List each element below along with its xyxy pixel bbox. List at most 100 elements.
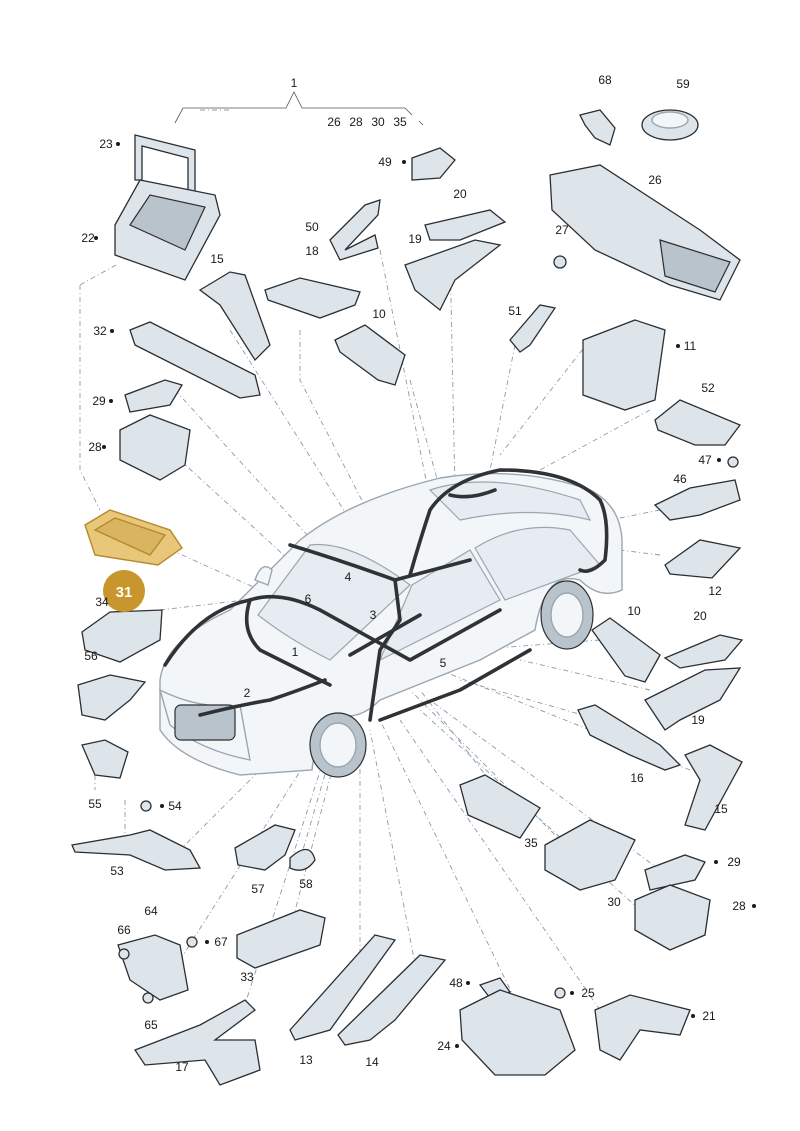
callout-46: 46 bbox=[673, 472, 687, 486]
callout-20-top: 20 bbox=[453, 187, 467, 201]
callout-53: 53 bbox=[110, 864, 124, 878]
callout-26: 26 bbox=[327, 115, 341, 129]
part-33 bbox=[236, 909, 326, 969]
part-15-mid bbox=[684, 744, 743, 831]
callout-66: 66 bbox=[117, 923, 131, 937]
callout-35: 35 bbox=[393, 115, 407, 129]
callout-10-top: 10 bbox=[372, 307, 386, 321]
callout-28-left: 28 bbox=[88, 440, 102, 454]
wiring-harness bbox=[163, 468, 609, 722]
callout-32: 32 bbox=[93, 324, 107, 338]
callout-29-left: 29 bbox=[92, 394, 106, 408]
badge-circle bbox=[103, 570, 145, 612]
part-49 bbox=[411, 147, 456, 181]
part-20-top bbox=[424, 209, 507, 241]
callout-51: 51 bbox=[508, 304, 522, 318]
callout-10-mid: 10 bbox=[627, 604, 641, 618]
callout-6: 6 bbox=[305, 592, 312, 606]
callout-13: 13 bbox=[299, 1053, 313, 1067]
part-17 bbox=[134, 999, 261, 1086]
callout-50: 50 bbox=[305, 220, 319, 234]
callout-labels: 1 26 28 30 35 68 59 23 49 20 26 22 50 19… bbox=[81, 73, 746, 1074]
callout-28: 28 bbox=[349, 115, 363, 129]
callout-22: 22 bbox=[81, 231, 95, 245]
callout-52: 52 bbox=[701, 381, 715, 395]
callout-56: 56 bbox=[84, 649, 98, 663]
callout-25: 25 bbox=[581, 986, 595, 1000]
callout-4: 4 bbox=[345, 570, 352, 584]
part-29-left bbox=[124, 379, 183, 413]
callout-15-top: 15 bbox=[210, 252, 224, 266]
callout-15-mid: 15 bbox=[714, 802, 728, 816]
part-27 bbox=[553, 255, 567, 269]
callout-26-right: 26 bbox=[648, 173, 662, 187]
callout-55: 55 bbox=[88, 797, 102, 811]
part-54 bbox=[140, 800, 152, 812]
callout-16: 16 bbox=[630, 771, 644, 785]
callout-markers bbox=[94, 142, 756, 1048]
part-29-right bbox=[644, 854, 706, 891]
part-28-left bbox=[119, 414, 191, 481]
badge-label-31: 31 bbox=[116, 584, 133, 601]
callout-12: 12 bbox=[708, 584, 722, 598]
part-16 bbox=[577, 704, 682, 771]
part-11 bbox=[582, 319, 666, 411]
part-46 bbox=[653, 479, 741, 521]
part-24 bbox=[459, 989, 576, 1076]
part-56 bbox=[77, 674, 147, 721]
callout-19-top: 19 bbox=[408, 232, 422, 246]
part-66 bbox=[118, 948, 130, 960]
callout-1-car: 1 bbox=[292, 645, 299, 659]
callout-68: 68 bbox=[598, 73, 612, 87]
callout-29-right: 29 bbox=[727, 855, 741, 869]
callout-58: 58 bbox=[299, 877, 313, 891]
callout-27: 27 bbox=[555, 223, 569, 237]
part-10-top bbox=[334, 324, 406, 386]
car-body bbox=[158, 472, 623, 778]
parts bbox=[71, 109, 744, 1086]
part-55 bbox=[81, 739, 129, 779]
callout-18: 18 bbox=[305, 244, 319, 258]
part-20-mid bbox=[663, 634, 744, 669]
part-19-mid bbox=[644, 667, 742, 731]
callout-11: 11 bbox=[684, 339, 697, 353]
part-53 bbox=[71, 829, 202, 871]
callout-57: 57 bbox=[251, 882, 265, 896]
callout-67: 67 bbox=[214, 935, 228, 949]
part-57 bbox=[234, 824, 296, 871]
part-34 bbox=[81, 609, 163, 663]
callout-59: 59 bbox=[676, 77, 690, 91]
part-12 bbox=[664, 539, 742, 579]
part-30-bottom bbox=[544, 819, 636, 891]
part-52 bbox=[654, 399, 742, 446]
callout-1-top: 1 bbox=[291, 76, 298, 90]
part-64 bbox=[117, 934, 189, 1001]
callout-21: 21 bbox=[702, 1009, 716, 1023]
part-58 bbox=[289, 848, 316, 871]
callout-2: 2 bbox=[244, 686, 251, 700]
callout-35-mid: 35 bbox=[524, 836, 538, 850]
part-10-mid bbox=[591, 617, 661, 683]
part-13 bbox=[289, 934, 397, 1041]
part-50 bbox=[329, 199, 381, 261]
callout-33: 33 bbox=[240, 970, 254, 984]
callout-20-mid: 20 bbox=[693, 609, 707, 623]
callout-64: 64 bbox=[144, 904, 158, 918]
part-19-top bbox=[404, 239, 502, 312]
callout-14: 14 bbox=[365, 1055, 379, 1069]
part-25 bbox=[554, 987, 566, 999]
callout-30: 30 bbox=[371, 115, 385, 129]
part-15-top bbox=[198, 271, 271, 362]
part-14 bbox=[337, 954, 447, 1046]
callout-30-bottom: 30 bbox=[607, 895, 621, 909]
part-28-right bbox=[634, 884, 711, 951]
part-51 bbox=[509, 304, 557, 353]
callout-28-right: 28 bbox=[732, 899, 746, 913]
callout-3: 3 bbox=[370, 608, 377, 622]
part-68 bbox=[579, 109, 616, 146]
callout-54: 54 bbox=[168, 799, 182, 813]
callout-5: 5 bbox=[440, 656, 447, 670]
callout-17: 17 bbox=[175, 1060, 189, 1074]
callout-47: 47 bbox=[698, 453, 712, 467]
